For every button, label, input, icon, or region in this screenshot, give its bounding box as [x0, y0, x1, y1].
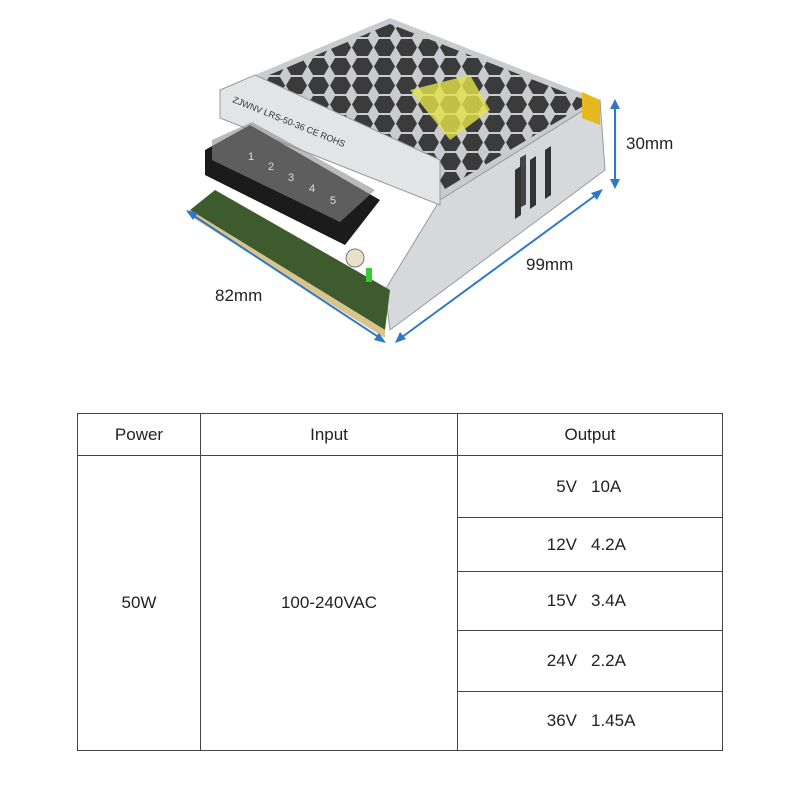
svg-text:2: 2: [268, 161, 274, 173]
table-row: 12V 4.2A: [78, 517, 723, 572]
output-voltage: 5V: [556, 476, 577, 496]
output-current: 3.4A: [591, 591, 626, 610]
output-voltage: 12V: [546, 534, 577, 554]
output-current: 4.2A: [591, 534, 626, 554]
output-cell: 24V 2.2A: [457, 630, 723, 692]
output-current: 1.45A: [591, 711, 636, 730]
svg-text:4: 4: [309, 183, 315, 195]
pcb-board: [190, 190, 390, 330]
header-input: Input: [200, 413, 458, 456]
output-cell: 36V 1.45A: [457, 691, 723, 751]
output-cell: 12V 4.2A: [457, 517, 723, 572]
output-voltage: 24V: [546, 651, 577, 670]
svg-text:1: 1: [248, 151, 254, 163]
table-row: 24V 2.2A: [78, 630, 723, 692]
output-cell: 5V 10A: [457, 455, 723, 518]
table-row: 50W 100-240VAC 5V 10A: [77, 455, 723, 751]
output-current: 10A: [591, 476, 622, 496]
header-power: Power: [77, 413, 201, 456]
output-voltage: 36V: [546, 711, 577, 730]
width-dimension-label: 82mm: [215, 286, 263, 305]
output-voltage: 15V: [546, 591, 577, 610]
length-dimension-label: 99mm: [526, 255, 574, 274]
header-output: Output: [457, 413, 723, 456]
table-row: 15V 3.4A: [78, 571, 723, 631]
svg-text:5: 5: [330, 195, 336, 207]
input-value: 100-240VAC: [200, 455, 458, 751]
svg-text:3: 3: [288, 172, 294, 184]
power-value: 50W: [77, 455, 201, 751]
output-current: 2.2A: [591, 651, 626, 670]
table-row: 36V 1.45A: [78, 691, 723, 751]
output-cell: 15V 3.4A: [457, 571, 723, 631]
table-header-row: Power Input Output: [77, 413, 723, 456]
height-dimension-label: 30mm: [626, 134, 674, 153]
label-strip: [219, 74, 441, 206]
